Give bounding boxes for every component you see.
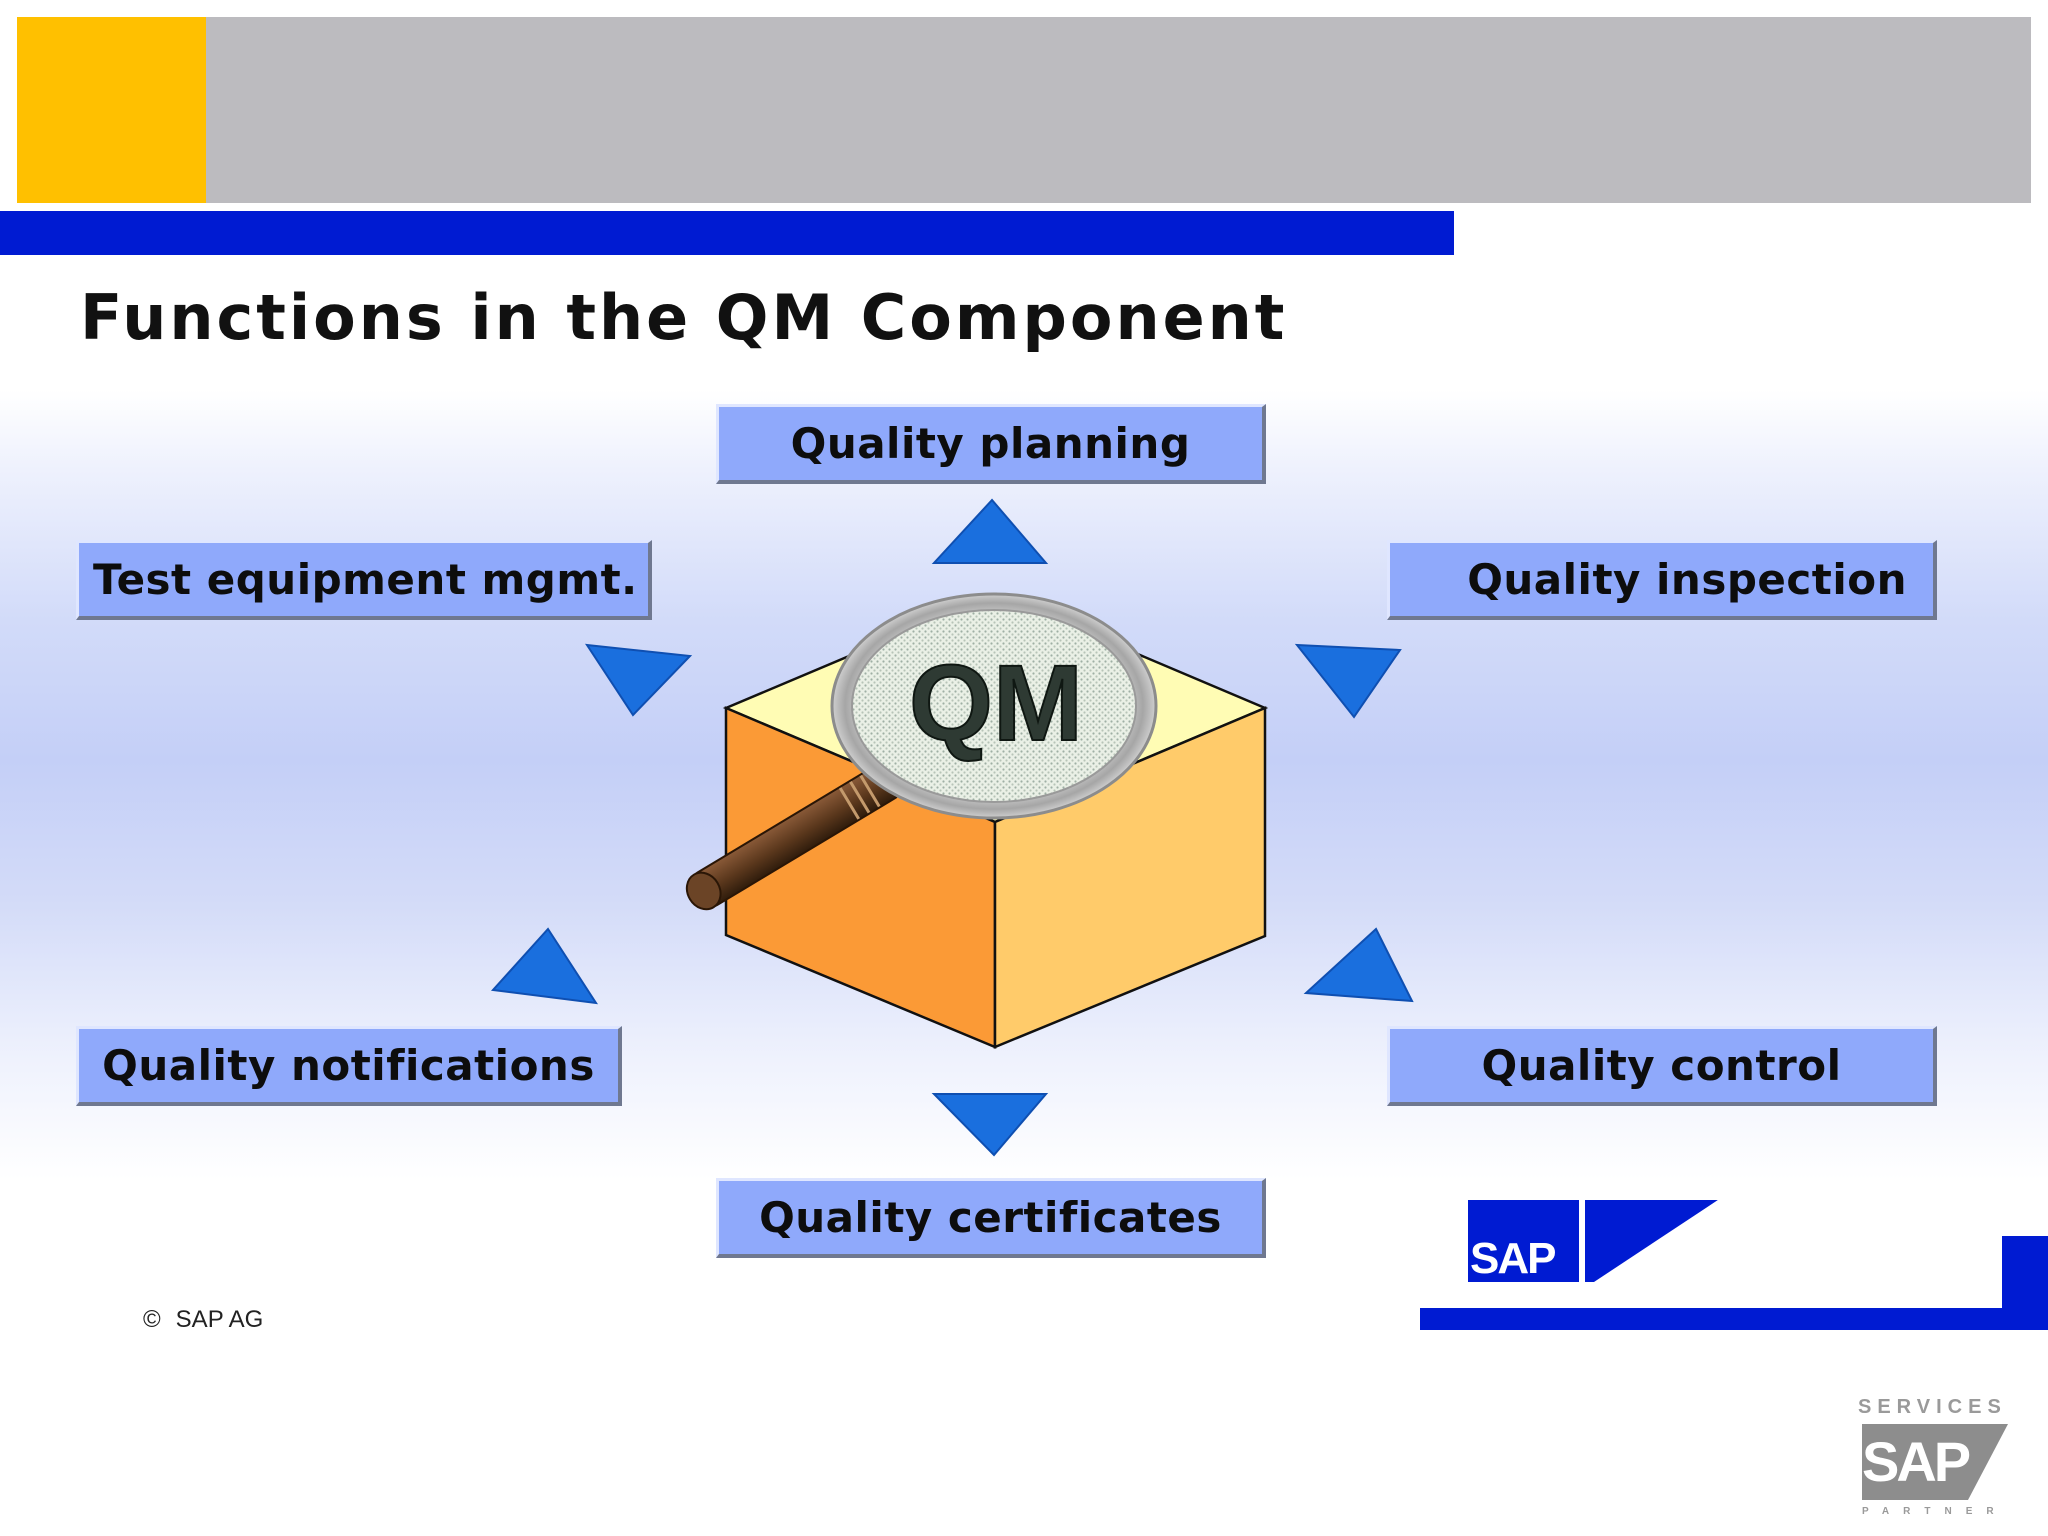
cube-side-face (993, 706, 1267, 1049)
arrow-up-icon (931, 498, 1049, 564)
brand-bar-vertical (2002, 1236, 2048, 1308)
partner-badge-brand: SAP (1862, 1430, 1971, 1493)
quality-notifications-box: Quality notifications (76, 1026, 622, 1106)
copyright-text: SAP AG (175, 1306, 264, 1333)
arrow-up-right-icon (1303, 927, 1414, 1003)
copyright-notice: © SAP AG (143, 1303, 263, 1337)
arrow-down-right-icon (1294, 643, 1402, 719)
quality-inspection-label: Quality inspection (1467, 555, 1907, 604)
partner-badge-shape (1862, 1424, 2008, 1500)
qm-label: QM (909, 642, 1083, 763)
header-gray-band (206, 17, 2031, 203)
quality-control-box: Quality control (1387, 1026, 1937, 1106)
diagram-arrows (490, 498, 1414, 1157)
test-equipment-box: Test equipment mgmt. (76, 540, 652, 620)
quality-certificates-box: Quality certificates (716, 1178, 1266, 1258)
copyright-icon: © (143, 1306, 161, 1333)
arrow-down-icon (931, 1093, 1049, 1157)
sap-services-partner-badge: SERVICES SAP PARTNER (1858, 1394, 2018, 1524)
arrow-up-left-icon (490, 927, 599, 1005)
partner-badge-bottom-text: PARTNER (1862, 1506, 2008, 1517)
quality-control-label: Quality control (1481, 1041, 1842, 1090)
header-yellow-block (17, 17, 206, 203)
quality-planning-label: Quality planning (790, 419, 1191, 468)
brand-bar-horizontal (1420, 1308, 2048, 1330)
sap-logo-text: SAP (1470, 1234, 1556, 1283)
magnifier-icon (685, 592, 1158, 911)
quality-notifications-label: Quality notifications (102, 1041, 595, 1090)
quality-inspection-box: Quality inspection (1387, 540, 1937, 620)
arrow-down-left-icon (585, 643, 693, 717)
page-title: Functions in the QM Component (80, 281, 1288, 354)
test-equipment-label: Test equipment mgmt. (93, 555, 638, 604)
header-blue-bar (0, 211, 1454, 255)
sap-logo: SAP (1468, 1200, 1718, 1282)
quality-planning-box: Quality planning (716, 404, 1266, 484)
partner-badge-top-text: SERVICES (1858, 1396, 2007, 1418)
quality-certificates-label: Quality certificates (759, 1193, 1222, 1242)
sap-logo-shape (1468, 1200, 1718, 1282)
